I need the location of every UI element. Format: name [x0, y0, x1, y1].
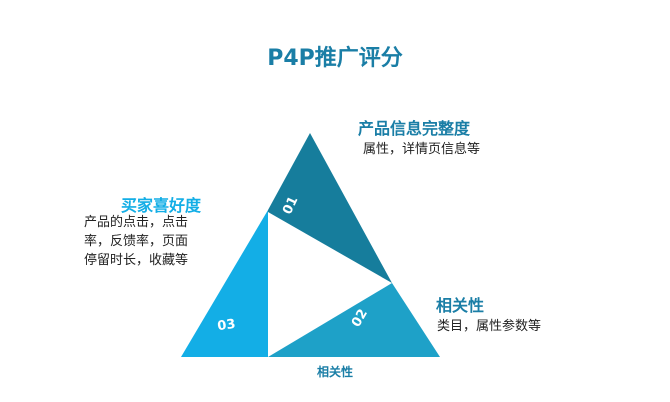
relevance-description: 类目，属性参数等 — [437, 319, 542, 334]
segment-relevance — [268, 283, 440, 357]
segment-number-01: 01 — [280, 194, 301, 217]
page-title: P4P推广评分 — [267, 46, 403, 71]
buyer-heading: 买家喜好度 — [121, 196, 202, 215]
buyer-description-line: 产品的点击，点击 — [84, 215, 189, 230]
buyer-description: 产品的点击，点击 率，反馈率，页面 停留时长，收藏等 — [84, 213, 188, 270]
segment-completeness — [268, 133, 392, 283]
completeness-description: 属性，详情页信息等 — [363, 142, 481, 157]
segment-number-03: 03 — [217, 317, 237, 334]
completeness-heading: 产品信息完整度 — [358, 119, 471, 138]
edge-label-relevance: 相关性 — [317, 364, 353, 379]
segment-buyer — [181, 210, 268, 357]
relevance-heading: 相关性 — [436, 296, 485, 315]
buyer-description-line: 率，反馈率，页面 — [84, 234, 189, 249]
buyer-description-line: 停留时长，收藏等 — [84, 253, 189, 268]
